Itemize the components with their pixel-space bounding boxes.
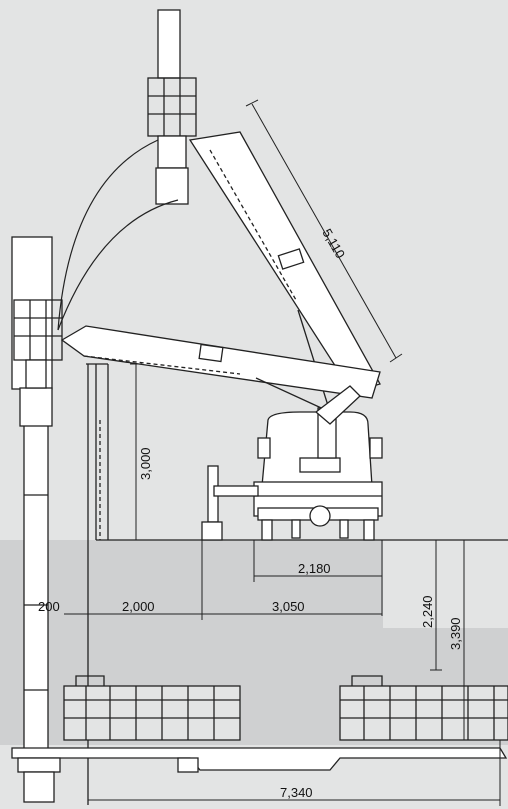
dim-gap-left: 200 <box>38 599 60 614</box>
bridge-deck-area <box>383 540 508 628</box>
upper-basket <box>147 9 197 205</box>
dim-outreach-2: 3,050 <box>272 599 305 614</box>
dim-height-above-ground: 3,000 <box>138 447 153 480</box>
dim-outreach-1: 2,000 <box>122 599 155 614</box>
upper-boom <box>188 131 381 413</box>
truck <box>201 385 383 541</box>
dim-depth-1: 2,240 <box>420 595 435 628</box>
lower-boom <box>60 325 381 413</box>
under-bridge-platforms <box>63 675 508 741</box>
dim-track-width: 2,180 <box>298 561 331 576</box>
dimension-lines <box>64 99 501 806</box>
reach-arcs <box>57 139 179 331</box>
dim-depth-2: 3,390 <box>448 617 463 650</box>
above-ground-area <box>0 0 508 540</box>
dim-total-reach: 7,340 <box>280 785 313 800</box>
bottom-beam <box>11 747 508 803</box>
left-tower <box>11 236 63 757</box>
